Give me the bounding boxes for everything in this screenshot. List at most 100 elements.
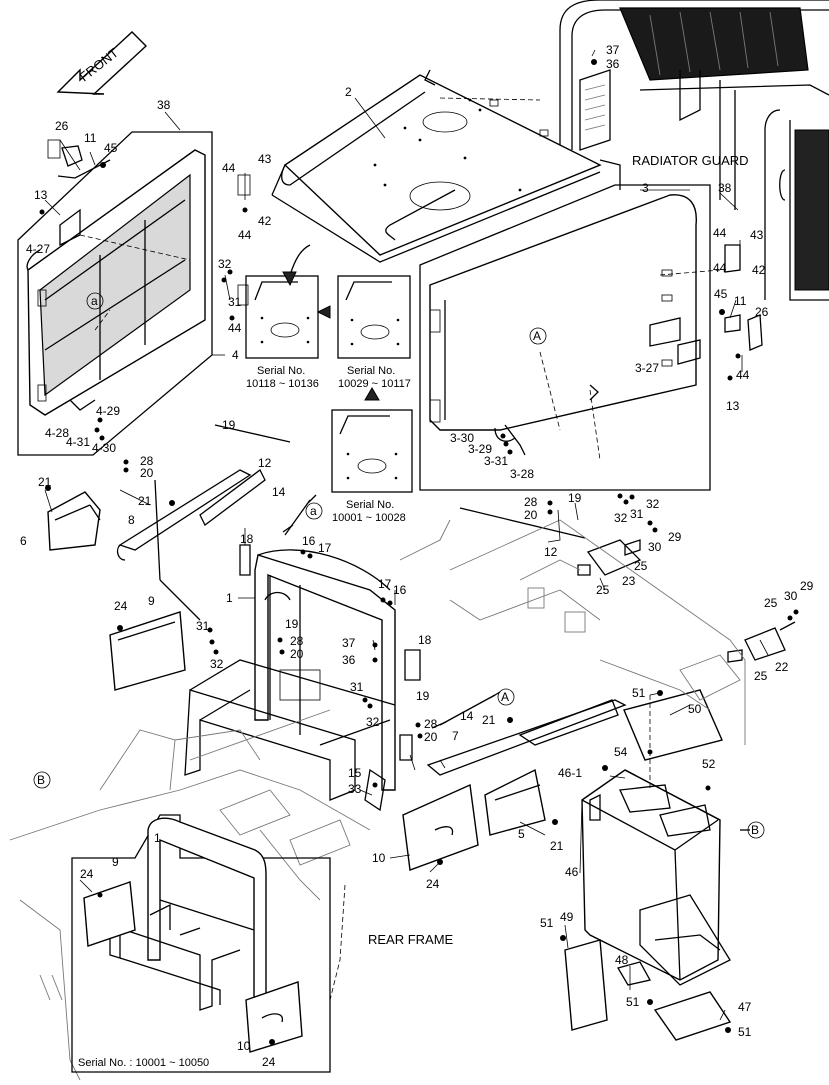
callout-32-e: 32: [614, 511, 628, 525]
callout-52: 52: [702, 757, 716, 771]
callout-20-c: 20: [424, 730, 438, 744]
callout-10: 10: [372, 851, 386, 865]
serial-arrows: [282, 244, 331, 319]
callout-46-1: 46-1: [558, 766, 582, 780]
callout-31-d: 31: [630, 507, 644, 521]
callout-11-right: 11: [734, 294, 747, 308]
leader-lines: [44, 49, 769, 1046]
callout-16-a: 16: [302, 534, 316, 548]
svg-text:B: B: [751, 823, 759, 837]
callout-17-b: 17: [378, 577, 392, 591]
svg-text:a: a: [91, 294, 98, 308]
callout-21-d: 21: [550, 839, 564, 853]
callout-32-left: 32: [218, 257, 232, 271]
callout-19-left: 19: [222, 418, 236, 432]
callout-31-left: 31: [228, 295, 242, 309]
rods-12: [214, 424, 586, 539]
callout-32-d: 32: [646, 497, 660, 511]
brackets-22-23-25: [577, 539, 796, 663]
serial-box-right: Serial No. 10029 ~ 10117: [337, 275, 411, 390]
callout-44-b: 44: [238, 228, 252, 242]
callout-50: 50: [688, 702, 702, 716]
callout-46: 46: [565, 865, 579, 879]
callout-19-d: 19: [568, 491, 582, 505]
callout-13-right: 13: [726, 399, 740, 413]
callout-20-left: 20: [140, 466, 154, 480]
callout-15: 15: [348, 766, 362, 780]
callout-3-28: 3-28: [510, 467, 534, 481]
serial-inset-label: Serial No. : 10001 ~ 10050: [78, 1057, 209, 1069]
callout-42-left: 42: [258, 214, 272, 228]
callout-49: 49: [560, 910, 574, 924]
callout-13-left: 13: [34, 188, 48, 202]
callout-28-c: 28: [424, 717, 438, 731]
callout-21-a: 21: [38, 475, 52, 489]
callout-19-c: 19: [416, 689, 430, 703]
support-frame-1: [184, 544, 421, 812]
callout-11-left: 11: [84, 131, 97, 145]
callout-5: 5: [518, 827, 525, 841]
serial-box-bottom-line1: Serial No.: [346, 499, 394, 511]
callout-38-left: 38: [157, 98, 171, 112]
door-3-frame: [419, 184, 763, 491]
callout-22: 22: [775, 660, 789, 674]
callout-43-right: 43: [750, 228, 764, 242]
callout-36-b: 36: [342, 653, 356, 667]
callout-4: 4: [232, 348, 239, 362]
callout-26-right: 26: [755, 305, 769, 319]
callout-24-b: 24: [426, 877, 440, 891]
callout-31-c: 31: [350, 680, 364, 694]
callout-25-d: 25: [754, 669, 768, 683]
serial-box-bottom: Serial No. 10001 ~ 10028: [331, 387, 413, 524]
door-4-frame: [17, 131, 251, 456]
svg-text:B: B: [37, 773, 45, 787]
callout-33: 33: [348, 782, 362, 796]
callout-labels: 2 37 36 38 26 11 45 13 4-27 44 43 42 44 …: [20, 43, 814, 1069]
callout-4-28: 4-28: [45, 426, 69, 440]
svg-text:A: A: [533, 329, 541, 343]
marker-B-right: B: [747, 821, 765, 839]
callout-18-a: 18: [240, 532, 254, 546]
callout-4-27: 4-27: [26, 242, 50, 256]
serial-box-right-line2: 10029 ~ 10117: [338, 378, 411, 390]
callout-31-b: 31: [196, 619, 210, 633]
callout-3-27: 3-27: [635, 361, 659, 375]
callout-3-31: 3-31: [484, 454, 508, 468]
tank-46: [564, 689, 750, 1041]
machine-base: [9, 519, 746, 1081]
callout-3-30: 3-30: [450, 431, 474, 445]
callout-29-a: 29: [668, 530, 682, 544]
callout-16-b: 16: [393, 583, 407, 597]
serial-box-bottom-line2: 10001 ~ 10028: [332, 512, 406, 524]
callout-28-d: 28: [524, 495, 538, 509]
callout-44-c: 44: [228, 321, 242, 335]
svg-text:a: a: [310, 504, 317, 518]
callout-54: 54: [614, 745, 628, 759]
callout-20-d: 20: [524, 508, 538, 522]
callout-7: 7: [452, 729, 459, 743]
callout-9-a: 9: [148, 594, 155, 608]
callout-43-left: 43: [258, 152, 272, 166]
callout-45-left: 45: [104, 141, 118, 155]
callout-3-29: 3-29: [468, 442, 492, 456]
callout-8: 8: [128, 513, 135, 527]
callout-30-a: 30: [648, 540, 662, 554]
callout-32-c: 32: [366, 715, 380, 729]
top-cover-2: [271, 69, 602, 263]
callout-4-31: 4-31: [66, 435, 90, 449]
callout-47: 47: [738, 1000, 752, 1014]
callout-3: 3: [642, 181, 649, 195]
callout-51-b: 51: [540, 916, 554, 930]
serial-box-left: Serial No. 10118 ~ 10136: [245, 275, 319, 390]
rear-frame-label: REAR FRAME: [368, 932, 454, 947]
callout-18-b: 18: [418, 633, 432, 647]
callout-26-left: 26: [55, 119, 69, 133]
callout-25-b: 25: [596, 583, 610, 597]
callout-51-d: 51: [738, 1025, 752, 1039]
callout-9-inset: 9: [112, 855, 119, 869]
callout-10-inset: 10: [237, 1039, 251, 1053]
brackets-5-7-10: [402, 699, 627, 871]
callout-45-right: 45: [714, 287, 728, 301]
callout-24-inset: 24: [80, 867, 94, 881]
